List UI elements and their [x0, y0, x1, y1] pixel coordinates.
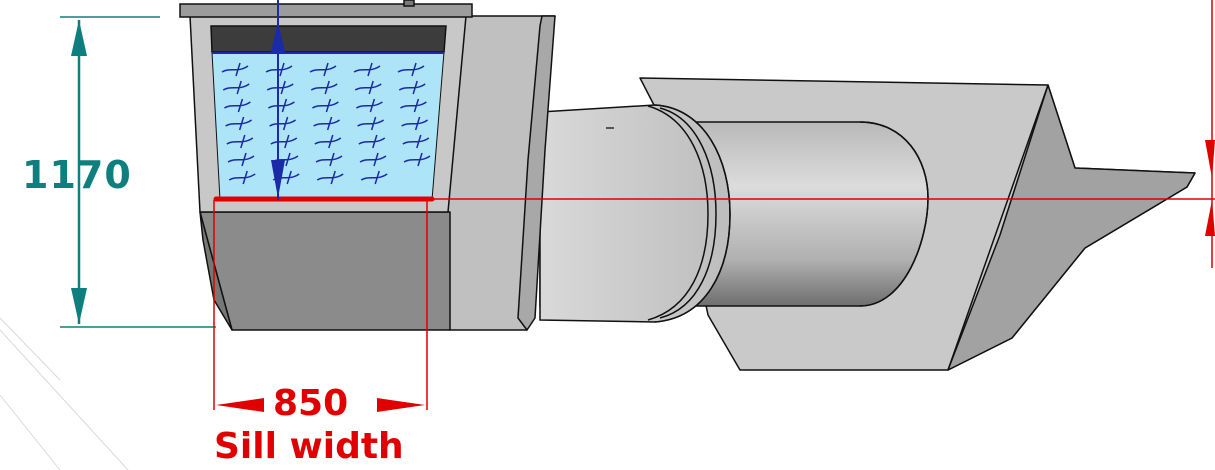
- water-ripple-mark: [310, 80, 338, 95]
- water-ripple-mark: [356, 98, 383, 113]
- width-arrow-icon: [213, 200, 428, 412]
- top-cover: [179, 0, 473, 18]
- water-ripple-mark: [397, 62, 425, 77]
- water-ripple-mark: [270, 134, 298, 149]
- water-ripple-mark: [221, 62, 249, 77]
- sill-width-value-label: 850: [273, 383, 349, 424]
- water-level-arrow-icon: [271, 0, 285, 200]
- water-ripple-mark: [309, 62, 337, 77]
- water-ripple-mark: [228, 170, 256, 185]
- water-ripple-mark: [403, 152, 431, 167]
- water-ripple-mark: [316, 170, 344, 185]
- gate-blade: [210, 25, 447, 54]
- chamber-lower-face: [199, 211, 451, 331]
- water-ripple-mark: [402, 134, 430, 149]
- water-ripple-mark: [225, 116, 253, 131]
- water-ripple-mark: [224, 98, 251, 113]
- water-ripple-mark: [266, 80, 294, 95]
- water-ripple-mark: [227, 152, 255, 167]
- water-ripple-mark: [269, 116, 297, 131]
- water-ripple-mark: [315, 152, 343, 167]
- water-ripple-mark: [357, 116, 385, 131]
- downstream-level-marker: [1205, 0, 1215, 268]
- water-ripple-mark: [313, 116, 341, 131]
- water-ripple-mark: [312, 98, 339, 113]
- water-ripple-mark: [398, 80, 426, 95]
- water-ripples: [221, 62, 431, 185]
- height-dimension-label: 1170: [22, 153, 132, 197]
- water-ripple-mark: [226, 134, 254, 149]
- height-arrow-icon: [60, 16, 216, 328]
- water-ripple-mark: [222, 80, 250, 95]
- water-ripple-mark: [401, 116, 429, 131]
- chamber-side-wall: [435, 15, 556, 331]
- water-ripple-mark: [360, 170, 388, 185]
- water-ripple-mark: [400, 98, 427, 113]
- water-ripple-mark: [353, 62, 381, 77]
- sill-width-caption-label: Sill width: [214, 426, 404, 467]
- water-ripple-mark: [268, 98, 295, 113]
- pipe-collar: [539, 104, 731, 323]
- water-ripple-mark: [314, 134, 342, 149]
- water-ripple-mark: [358, 134, 386, 149]
- water-ripple-mark: [354, 80, 382, 95]
- background-decoration: [0, 317, 129, 470]
- water-ripple-mark: [359, 152, 387, 167]
